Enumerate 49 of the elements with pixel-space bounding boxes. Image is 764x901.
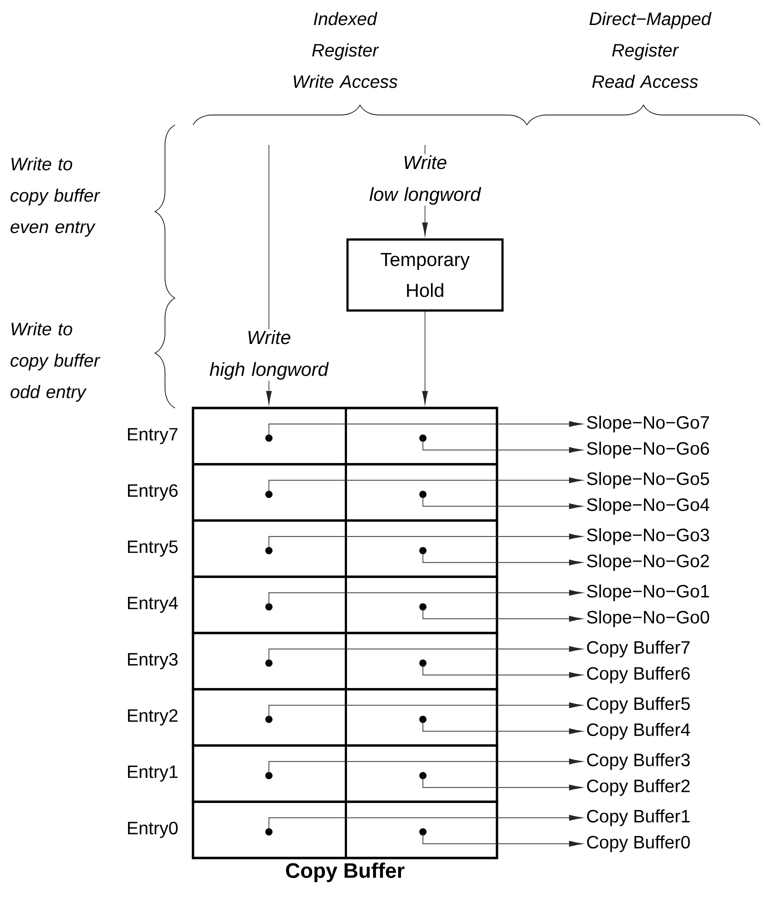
signal-label: Slope−No−Go0 xyxy=(587,610,710,628)
signal-label: Slope−No−Go2 xyxy=(587,554,709,571)
arrow xyxy=(422,311,428,404)
signal-arrow xyxy=(265,702,583,723)
signal-label: Slope−No−Go7 xyxy=(587,416,709,432)
signal-label: Copy Buffer3 xyxy=(587,753,690,770)
row-label: Entry3 xyxy=(128,653,178,670)
signal-arrow xyxy=(265,534,583,554)
signal-arrow xyxy=(265,646,583,667)
signal-label: Copy Buffer2 xyxy=(587,779,690,796)
table-title: Copy Buffer xyxy=(286,862,405,882)
signal-label: Slope−No−Go3 xyxy=(587,528,710,545)
edge-label: Write high longword xyxy=(202,329,335,381)
signal-arrow xyxy=(265,590,583,610)
signal-label: Copy Buffer1 xyxy=(587,809,690,826)
signal-label: Copy Buffer0 xyxy=(587,835,690,852)
signal-arrow xyxy=(265,758,583,780)
row-label: Entry0 xyxy=(128,822,178,838)
signal-arrow xyxy=(419,490,583,510)
signal-arrow xyxy=(419,660,583,678)
signal-arrow xyxy=(265,814,583,836)
signal-arrow xyxy=(265,477,583,498)
row-label: Entry4 xyxy=(128,596,178,613)
brace-label: Write to copy buffer even entry xyxy=(10,157,100,237)
brace-label: Direct−Mapped Register Read Access xyxy=(590,12,712,88)
signal-arrow xyxy=(419,772,583,790)
row-label: Entry1 xyxy=(128,766,178,782)
signal-label: Copy Buffer4 xyxy=(587,722,690,740)
edge-label: Write low longword xyxy=(359,154,491,206)
signal-label: Copy Buffer6 xyxy=(587,666,690,684)
signal-arrow xyxy=(419,547,583,566)
signal-label: Slope−No−Go4 xyxy=(587,498,710,515)
row-label: Entry6 xyxy=(128,484,178,500)
row-label: Entry7 xyxy=(128,428,178,444)
signal-label: Copy Buffer7 xyxy=(587,640,690,658)
signal-label: Slope−No−Go6 xyxy=(587,442,710,458)
signal-arrow xyxy=(265,421,583,442)
signal-label: Slope−No−Go5 xyxy=(587,472,710,489)
brace-label: Write to copy buffer odd entry xyxy=(10,322,100,402)
process-box: Temporary Hold xyxy=(346,238,504,312)
signal-arrow xyxy=(419,828,583,847)
signal-label: Copy Buffer5 xyxy=(587,696,690,714)
signal-arrow xyxy=(419,434,583,453)
row-label: Entry2 xyxy=(128,709,178,726)
row-label: Entry5 xyxy=(128,540,178,557)
brace-label: Indexed Register Write Access xyxy=(294,12,398,88)
signal-arrow xyxy=(419,603,583,622)
signal-arrow xyxy=(419,716,583,734)
signal-label: Slope−No−Go1 xyxy=(587,584,709,602)
